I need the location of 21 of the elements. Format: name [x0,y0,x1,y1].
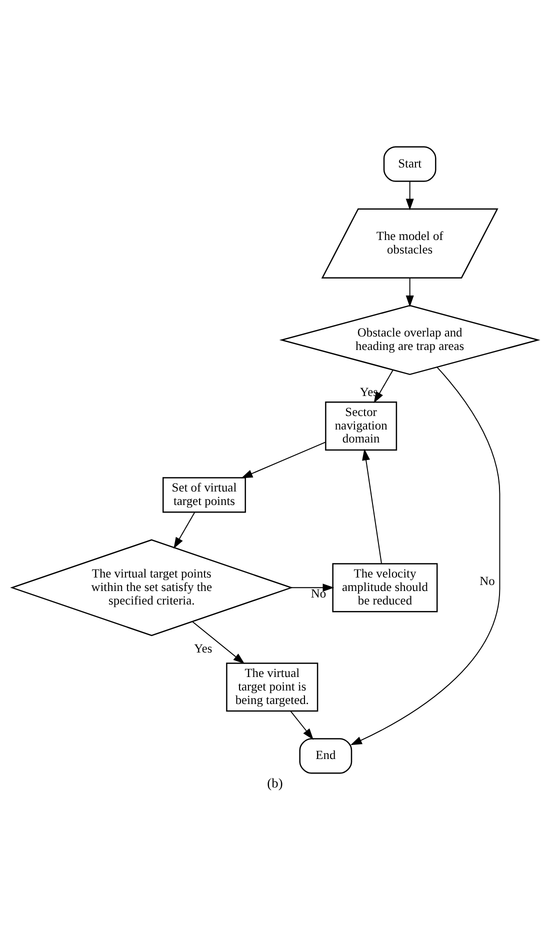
arrow [290,710,314,740]
caption: (b) [267,776,283,791]
arrow [406,180,414,210]
arrow [350,366,500,746]
arrow [192,621,245,664]
edge-label: No [480,574,495,588]
arrow [174,512,196,549]
node-box: Set of virtual target points [162,477,246,513]
arrow [406,278,414,307]
node-box: The virtual target point is being targeted. [226,662,318,712]
edge-label: No [310,586,326,601]
node-diamond: The virtual target points within the set satisfy the specified criteria. [10,539,294,636]
node-box: End [299,738,352,774]
edge-label: Yes [194,641,212,656]
node-box: Start [383,146,436,182]
node-box: The velocity amplitude should be reduced [332,563,438,612]
arrow [241,442,326,478]
node-diamond: Obstacle overlap and heading are trap areas [279,304,540,376]
arrow [291,584,334,592]
arrow [362,448,382,564]
node-box: Sector navigation domain [325,402,398,451]
